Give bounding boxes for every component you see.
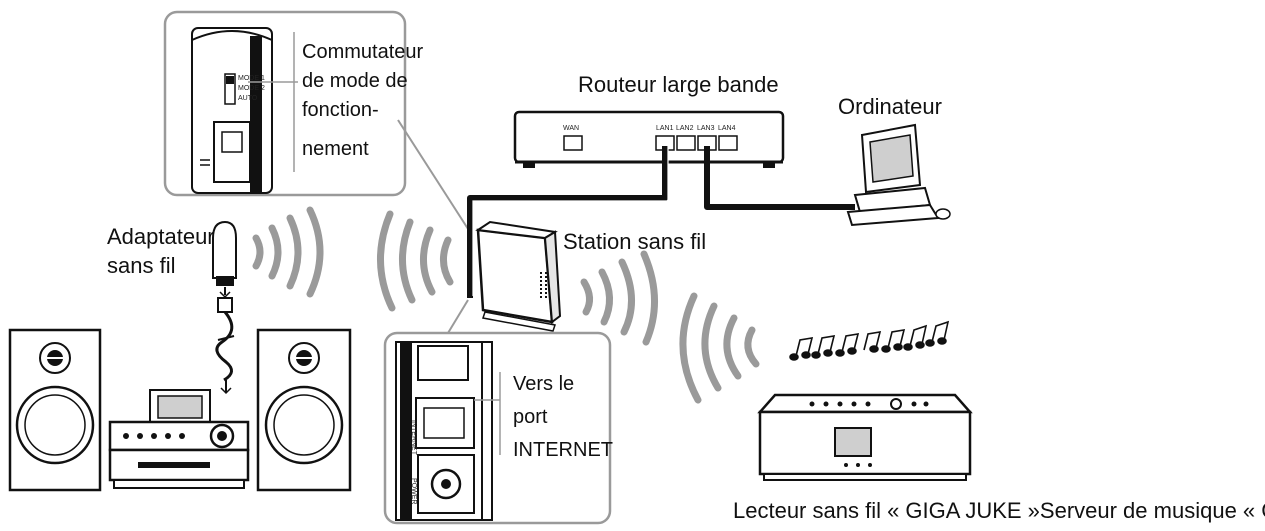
waves-player — [679, 292, 760, 404]
adapter-label-line1: Adaptateur — [107, 224, 215, 249]
lan4-text: LAN4 — [718, 125, 736, 132]
port-label-line2: port — [513, 406, 548, 428]
mode1-text: MODE 1 — [238, 75, 265, 82]
lan3-text: LAN3 — [697, 125, 715, 132]
auto-text: AUTO — [238, 95, 258, 102]
stereo-main-unit — [108, 389, 250, 489]
lan4-port — [718, 135, 738, 151]
music-notes — [789, 320, 950, 361]
port-label-line3: INTERNET — [513, 439, 613, 461]
wan-port — [563, 135, 583, 151]
internet-port-callout: INTERNET POWER Vers le port INTERNET — [383, 299, 613, 525]
wan-text: WAN — [563, 125, 579, 132]
bottom-caption: Lecteur sans fil « GIGA JUKE »Serveur de… — [733, 498, 1265, 523]
waves-station-right — [580, 250, 658, 346]
internet-text: INTERNET — [410, 420, 417, 456]
lan2-port — [676, 135, 696, 151]
computer: Ordinateur — [838, 94, 951, 227]
wireless-adapter: Adaptateur sans fil — [107, 220, 237, 395]
switch-label-line2: de mode de — [302, 70, 408, 92]
lan1-text: LAN1 — [656, 125, 674, 132]
switch-label-line1: Commutateur — [302, 41, 423, 63]
left-speaker — [8, 328, 102, 492]
switch-label-line4: nement — [302, 138, 369, 160]
mini-stereo-system — [8, 328, 352, 492]
switch-label-line3: fonction- — [302, 99, 379, 121]
router-label: Routeur large bande — [578, 72, 779, 97]
giga-juke-player — [757, 393, 973, 481]
station-closeup-top — [191, 27, 273, 194]
right-speaker — [256, 328, 352, 492]
wireless-waves — [252, 206, 760, 404]
waves-adapter — [252, 206, 324, 298]
ethernet-cables — [467, 146, 855, 298]
adapter-label-line2: sans fil — [107, 253, 175, 278]
mode-switch-callout: MODE 1 MODE 2 AUTO Commutateur de mode d… — [163, 10, 471, 233]
wireless-station: Station sans fil — [475, 220, 706, 332]
computer-label: Ordinateur — [838, 94, 942, 119]
port-label-line1: Vers le — [513, 373, 574, 395]
power-text: POWER — [410, 478, 417, 504]
waves-station-left — [376, 210, 454, 312]
broadband-router: Routeur large bande WAN LAN1 LAN2 LAN3 L… — [513, 72, 785, 168]
mode2-text: MODE 2 — [238, 85, 265, 92]
lan2-text: LAN2 — [676, 125, 694, 132]
station-label: Station sans fil — [563, 229, 706, 254]
